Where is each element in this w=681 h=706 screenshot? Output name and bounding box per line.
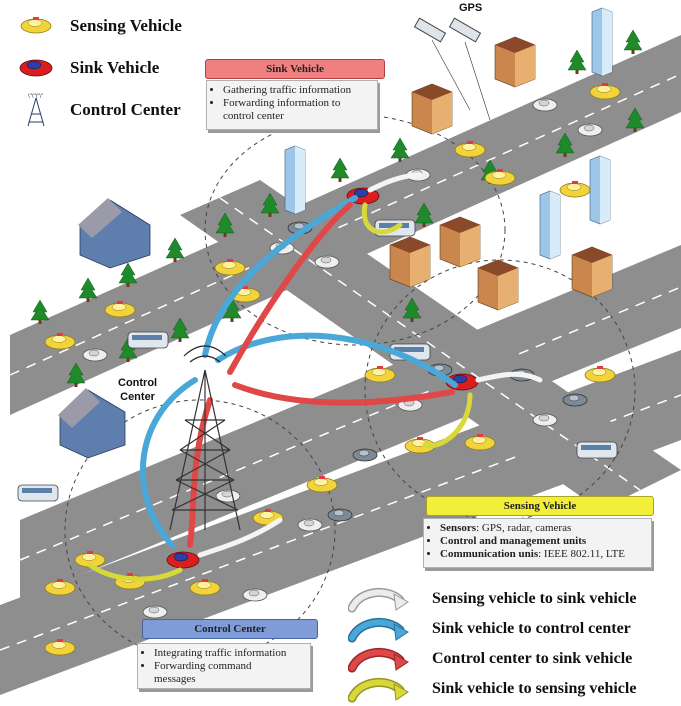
- sensing-vehicle-box: Sensors: GPS, radar, cameras Control and…: [423, 518, 652, 568]
- legend-sensing-label: Sensing Vehicle: [70, 16, 182, 35]
- houses: [58, 198, 151, 459]
- gps-label: GPS: [459, 2, 483, 14]
- red-arrow-icon: [348, 647, 409, 673]
- svg-text:\"\"\"\": \"\"\"\": [28, 94, 43, 100]
- sensing-vehicle-box-title: Sensing Vehicle: [426, 496, 654, 516]
- white-arrow-icon: [348, 587, 409, 613]
- yellow-arrow-icon: [348, 677, 409, 703]
- sink-car-icon: [19, 59, 53, 77]
- arrow-legend-label: Control center to sink vehicle: [432, 650, 633, 667]
- legend-sink-label: Sink Vehicle: [70, 58, 160, 77]
- taxi-icon: [20, 16, 52, 34]
- roads: [0, 35, 681, 695]
- legend-control-label: Control Center: [70, 100, 181, 119]
- sensing-item: Sensors: GPS, radar, cameras: [440, 522, 651, 535]
- blue-arrow-icon: [348, 617, 409, 643]
- gps-satellites: [413, 17, 491, 121]
- arrow-legend-label: Sensing vehicle to sink vehicle: [432, 590, 637, 607]
- control-center-box-title: Control Center: [142, 619, 318, 639]
- control-center-label-line1: Control: [118, 377, 158, 389]
- arrow-legend-label: Sink vehicle to sensing vehicle: [432, 680, 637, 697]
- control-center-label-line2: Center: [120, 391, 155, 403]
- control-center-label: Control Center: [118, 376, 157, 404]
- antenna-tower-icon: \"\"\"\": [27, 94, 45, 127]
- control-tower: [169, 345, 241, 531]
- control-item: Integrating traffic information: [154, 647, 310, 660]
- communication-arrows: [87, 172, 543, 582]
- control-center-box: Integrating traffic information Forwardi…: [137, 643, 311, 689]
- sensing-item: Control and management units: [440, 535, 651, 548]
- sink-vehicle-box-title: Sink Vehicle: [205, 59, 385, 79]
- arrow-legend-label: Sink vehicle to control center: [432, 620, 631, 637]
- sensing-item: Communication unis: IEEE 802.11, LTE: [440, 548, 651, 561]
- sink-vehicle-box: Gathering traffic information Forwarding…: [206, 80, 378, 130]
- sink-item: Gathering traffic information: [223, 84, 377, 97]
